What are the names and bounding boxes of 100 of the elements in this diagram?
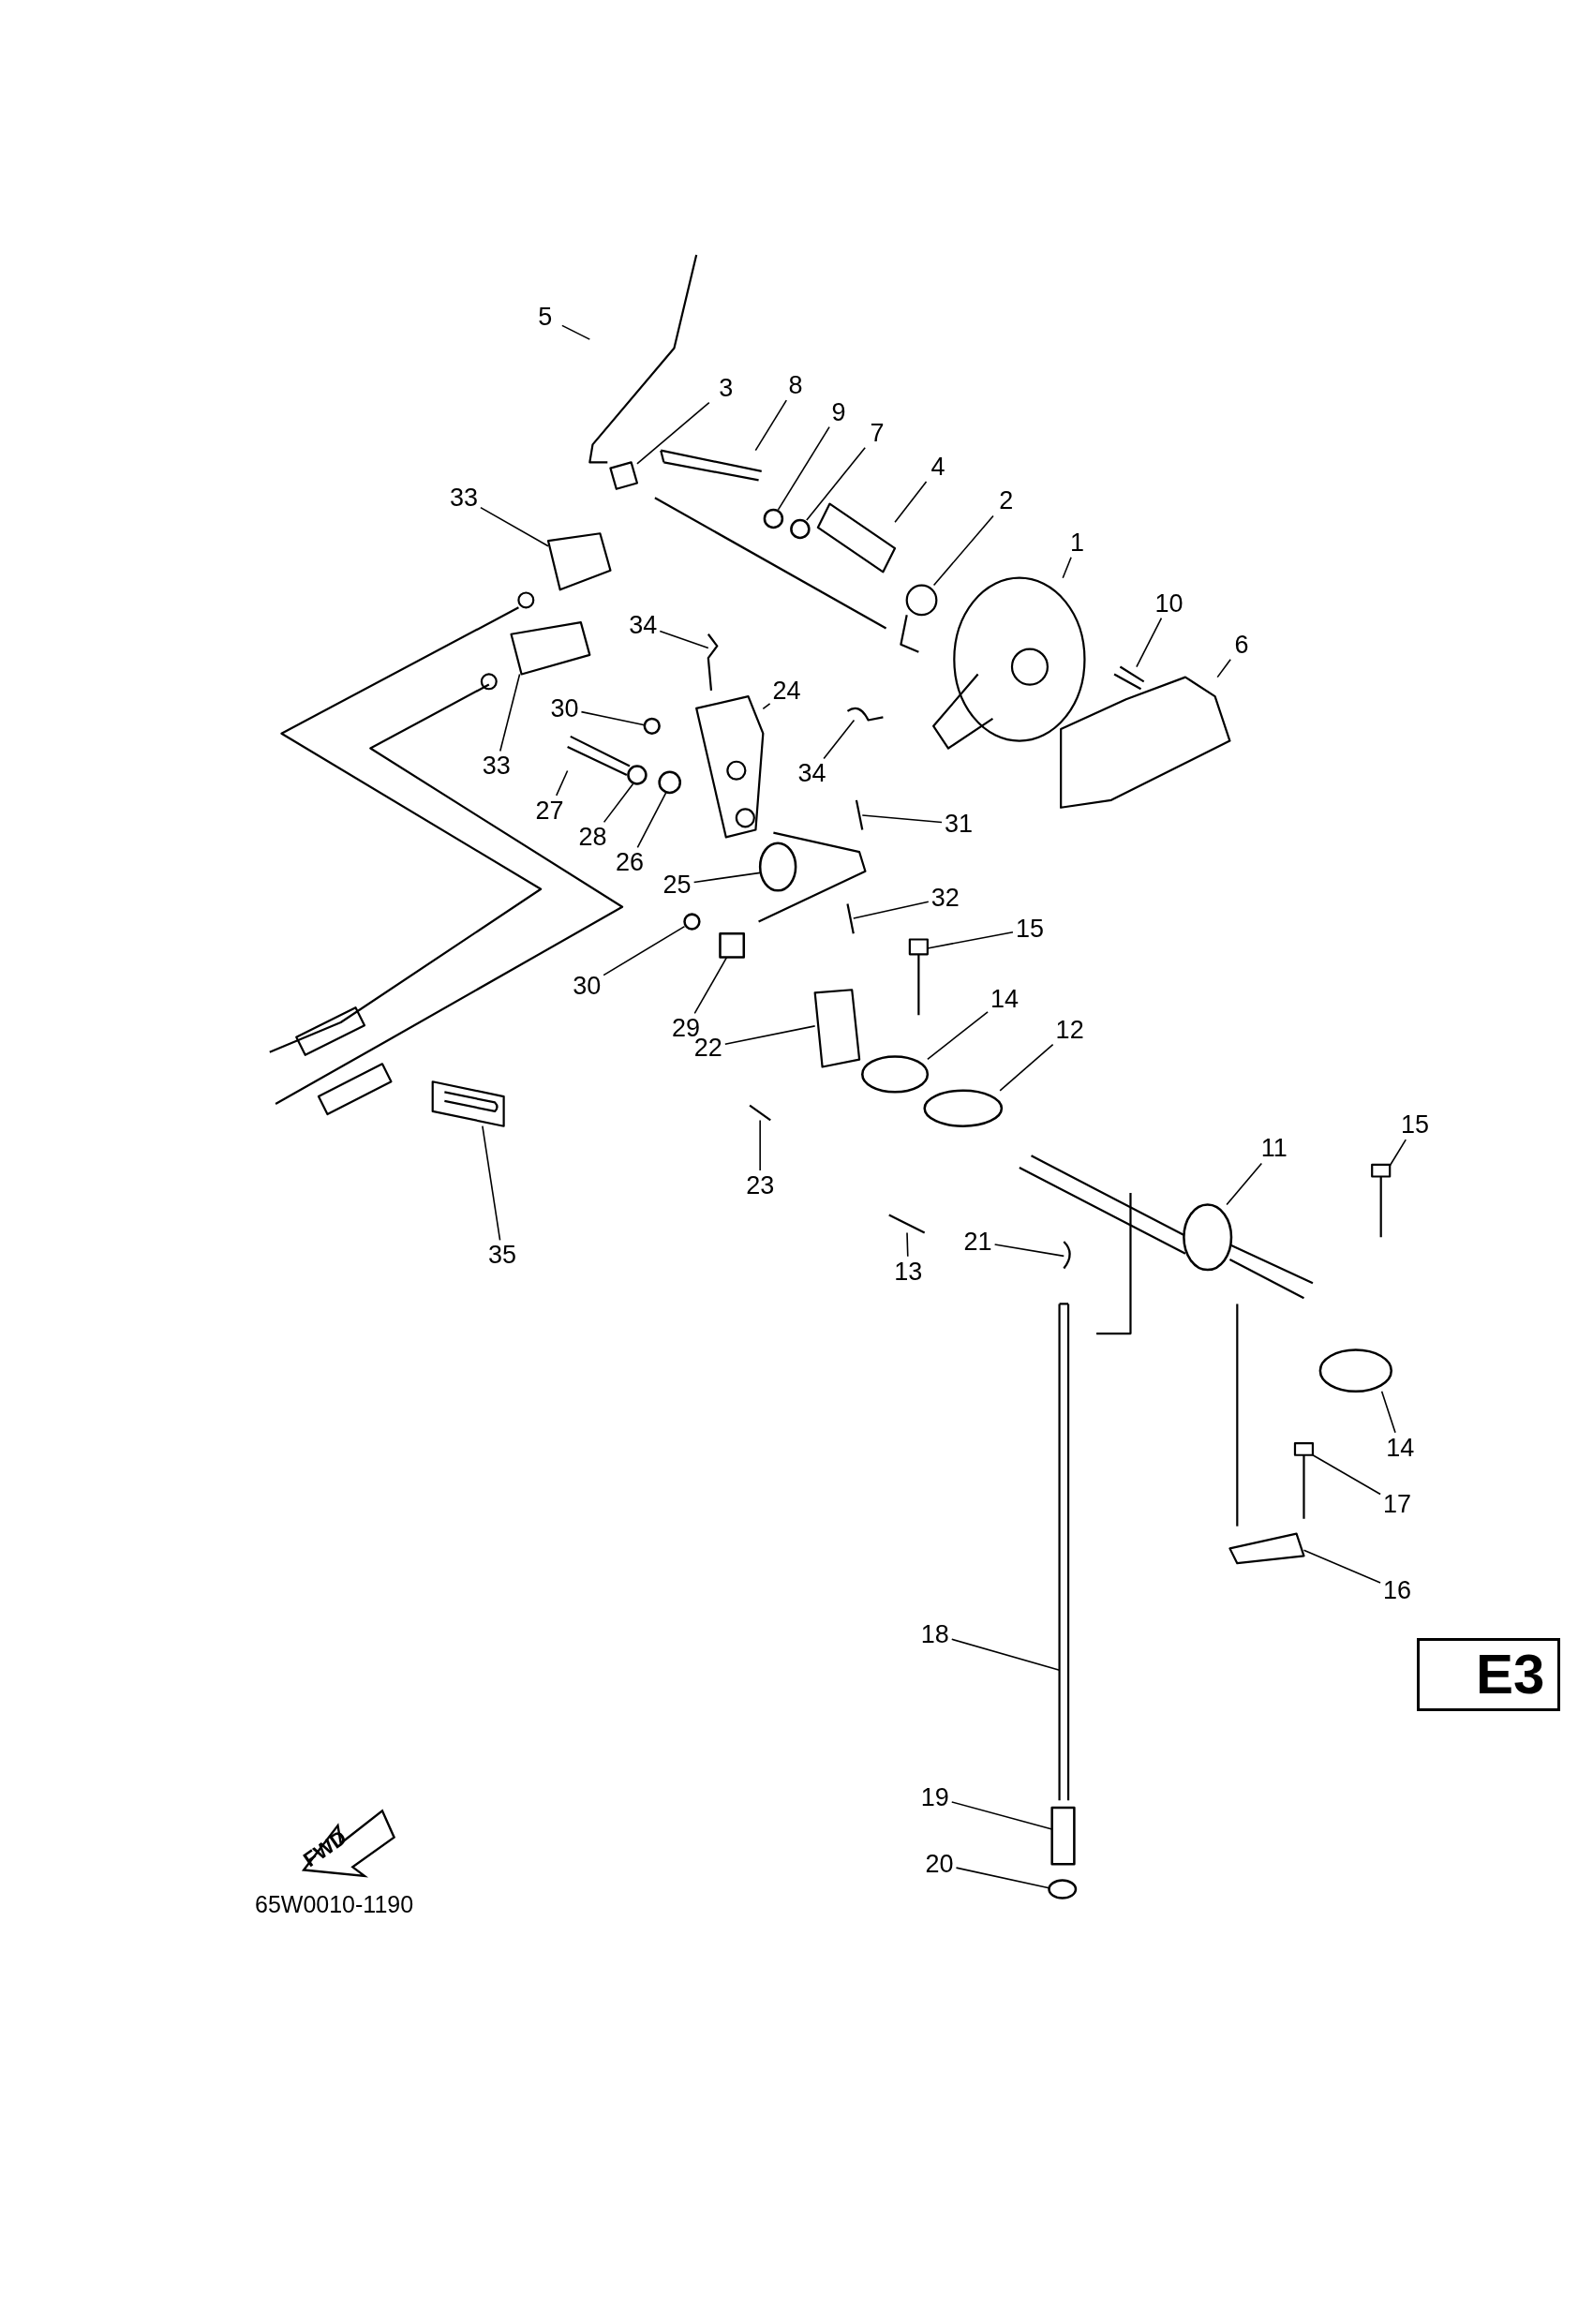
callout-number: 16: [1380, 1574, 1415, 1605]
lever: [813, 989, 861, 1068]
collar: [816, 502, 897, 574]
leader-line: [556, 769, 569, 797]
leader-line: [927, 931, 1014, 949]
washer: [658, 770, 682, 795]
clip: [846, 903, 855, 934]
shift-lever-arm: [923, 1089, 1004, 1127]
clip: [707, 633, 719, 691]
shift-rod: [1058, 1303, 1070, 1802]
leader-line: [636, 401, 710, 465]
leader-line: [1312, 1453, 1381, 1496]
clip: [846, 707, 884, 722]
callout-number: 9: [821, 396, 856, 427]
cable-clip: [431, 1080, 505, 1127]
leader-line: [754, 399, 788, 452]
leader-line: [759, 1119, 761, 1171]
callout-number: 18: [917, 1619, 952, 1650]
leader-line: [762, 703, 771, 710]
leader-line: [861, 814, 943, 824]
leader-line: [561, 324, 591, 340]
leader-line: [999, 1043, 1054, 1092]
callout-number: 23: [743, 1169, 778, 1200]
clip: [855, 799, 864, 830]
rod: [588, 254, 698, 464]
nut: [1048, 1879, 1078, 1899]
leader-line: [659, 630, 709, 649]
callout-number: 27: [532, 795, 567, 826]
leader-line: [806, 446, 866, 521]
callout-number: 2: [989, 485, 1023, 516]
callout-number: 11: [1257, 1133, 1291, 1164]
clamp: [1318, 1348, 1393, 1393]
leader-line: [1136, 617, 1163, 668]
washer: [627, 765, 648, 785]
clip: [1063, 1241, 1071, 1270]
leader-line: [692, 872, 761, 884]
leader-line: [693, 956, 728, 1015]
leader-line: [482, 1125, 501, 1242]
callout-number: 35: [485, 1240, 520, 1271]
clamp: [861, 1055, 930, 1094]
callout-number: 10: [1152, 588, 1186, 618]
bolt: [566, 735, 632, 777]
sleeve: [1050, 1806, 1076, 1866]
leader-line: [1226, 1162, 1263, 1206]
leader-line: [636, 792, 667, 849]
leader-line: [927, 1011, 989, 1061]
callout-number: 17: [1380, 1488, 1415, 1519]
pin: [749, 1104, 771, 1122]
link-end: [719, 931, 746, 959]
callout-number: 25: [660, 870, 694, 900]
shift-shaft-arm: [1183, 1203, 1233, 1272]
leader-line: [950, 1801, 1053, 1830]
callout-number: 13: [891, 1256, 926, 1287]
callout-number: 31: [942, 809, 976, 840]
callout-number: 14: [988, 983, 1022, 1014]
leader-line: [499, 673, 521, 752]
callout-number: 21: [960, 1227, 995, 1258]
callout-number: 26: [613, 847, 647, 878]
leader-line: [724, 1025, 816, 1046]
callout-number: 6: [1225, 629, 1259, 660]
leader-line: [580, 710, 646, 726]
bolt: [1293, 1442, 1315, 1520]
bolt: [1371, 1163, 1392, 1239]
leader-line: [955, 1867, 1050, 1889]
lever: [695, 695, 765, 839]
leader-line: [906, 1231, 909, 1258]
leader-line: [1062, 556, 1072, 579]
callout-number: 14: [1383, 1432, 1418, 1463]
plate: [1228, 1532, 1305, 1565]
leader-line: [823, 719, 856, 760]
cable-joint: [510, 621, 591, 676]
callout-number: 4: [920, 452, 955, 483]
leader-line: [603, 782, 634, 824]
leader-line: [1216, 659, 1231, 678]
leader-line: [1303, 1549, 1381, 1584]
leader-line: [993, 1244, 1065, 1258]
label: 65W0010-1190: [255, 1891, 414, 1918]
lever-plate: [900, 584, 938, 653]
cable-joint: [546, 532, 612, 591]
pin: [888, 1214, 926, 1234]
leader-line: [932, 514, 994, 587]
washer: [643, 717, 661, 735]
washer: [790, 518, 811, 540]
bracket: [1060, 676, 1231, 809]
leader-line: [853, 901, 930, 919]
callout-number: 12: [1052, 1014, 1087, 1045]
callout-number: 8: [779, 370, 813, 401]
leader-line: [950, 1638, 1061, 1672]
callout-number: 33: [446, 483, 481, 514]
washer: [763, 508, 784, 529]
leader-line: [894, 481, 928, 524]
page-code-box: E3: [1417, 1638, 1561, 1711]
callout-number: 5: [528, 302, 562, 333]
callout-number: 15: [1012, 914, 1047, 945]
bolt: [660, 449, 763, 482]
callout-number: 7: [860, 417, 895, 448]
callout-number: 20: [922, 1849, 957, 1880]
leader-line: [480, 506, 549, 547]
callout-number: 3: [708, 373, 743, 404]
callout-number: 19: [917, 1782, 952, 1812]
